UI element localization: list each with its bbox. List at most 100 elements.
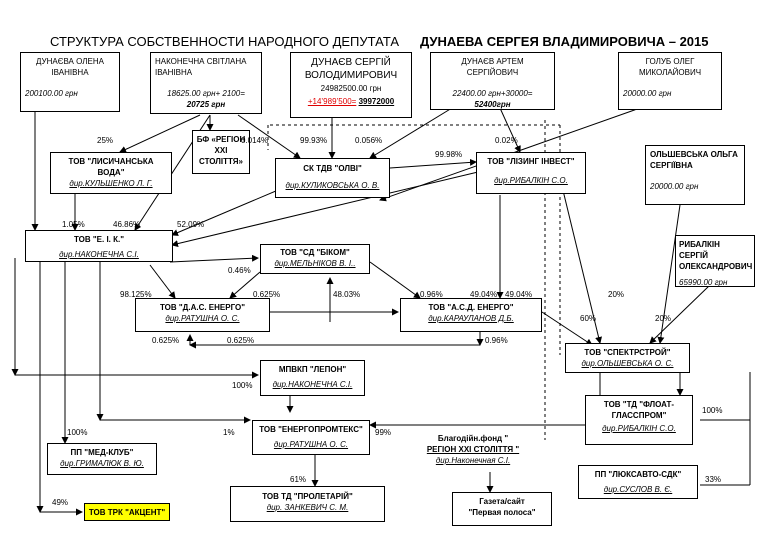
pct-label: 0.625%: [152, 336, 180, 345]
pct-label: 99.98%: [435, 150, 463, 159]
page-title-part2: ДУНАЕВА СЕРГЕЯ ВЛАДИМИРОВИЧА – 2015: [420, 34, 709, 49]
company-name: ТОВ "ТД "ФЛОАТ-ГЛАССПРОМ": [603, 400, 675, 420]
company-name-1: Благодійн.фонд ": [437, 434, 509, 443]
company-director: дир.НАКОНЕЧНА С.І.: [59, 250, 139, 259]
pct-label: 49.04%: [470, 290, 498, 299]
person-name-1: ДУНАЄВ СЕРГІЙ: [311, 57, 391, 68]
company-director: дир.КАРАУЛАНОВ Д.Б.: [428, 314, 514, 323]
company-mpvkp-lepon: МПВКП "ЛЕПОН" дир.НАКОНЕЧНА С.І.: [260, 360, 365, 396]
pct-label: 20%: [608, 290, 625, 299]
pct-label: 100%: [232, 381, 253, 390]
person-value: 65990.00 грн: [679, 278, 728, 287]
company-name: ТОВ "ЛИСИЧАНСЬКА ВОДА": [68, 157, 154, 177]
person-name-2: ВОЛОДИМИРОВИЧ: [304, 70, 398, 81]
person-value-1: 18625.00 грн+ 2100=: [167, 89, 245, 98]
pct-label: 33%: [705, 475, 722, 484]
company-director: дир.РАТУШНА О. С.: [165, 314, 240, 323]
pct-label: 99%: [375, 428, 392, 437]
pct-label: 0.625%: [253, 290, 281, 299]
person-value-2: 20725 грн: [186, 100, 226, 109]
person-ribalkin: РИБАЛКІН СЕРГІЙ ОЛЕКСАНДРОВИЧ 65990.00 г…: [675, 235, 755, 287]
company-spektrstroy: ТОВ "СПЕКТРСТРОЙ" дир.ОЛЬШЕВСЬКА О. С.: [565, 343, 690, 373]
pct-label: 1%: [223, 428, 235, 437]
person-value: 20000.00 грн: [650, 182, 699, 191]
pct-label: 100%: [67, 428, 88, 437]
company-name: СК ТДВ "ОЛВІ": [303, 164, 362, 173]
pct-label: 0.96%: [485, 336, 508, 345]
company-td-float: ТОВ "ТД "ФЛОАТ-ГЛАССПРОМ" дир.РИБАЛКІН С…: [585, 395, 693, 445]
pct-label: 60%: [580, 314, 597, 323]
person-value-3: 39972000: [358, 97, 395, 106]
person-name: ОЛЬШЕВСЬКА ОЛЬГА СЕРГІЇВНА: [650, 150, 738, 170]
person-dunaev-serhiy: ДУНАЄВ СЕРГІЙ ВОЛОДИМИРОВИЧ 24982500.00 …: [290, 52, 412, 118]
company-name-2: РЕГІОН XXI СТОЛІТТЯ ": [426, 445, 520, 454]
pct-label: 100%: [702, 406, 723, 415]
company-name: МПВКП "ЛЕПОН": [278, 365, 347, 374]
pct-label: 49%: [52, 498, 69, 507]
company-lysychanska: ТОВ "ЛИСИЧАНСЬКА ВОДА" дир.КУЛЬШЕНКО Л. …: [50, 152, 172, 194]
person-name: РИБАЛКІН СЕРГІЙ ОЛЕКСАНДРОВИЧ: [679, 240, 753, 271]
pct-label: 52.09%: [177, 220, 205, 229]
company-blagodiyn-fund: Благодійн.фонд " РЕГІОН XXI СТОЛІТТЯ " д…: [418, 430, 528, 472]
pct-label: 20%: [655, 314, 672, 323]
company-director: дир.КУЛЬШЕНКО Л. Г.: [69, 179, 153, 188]
pct-label: 0.625%: [227, 336, 255, 345]
company-director: дир.НАКОНЕЧНА С.І.: [272, 380, 353, 389]
company-name: ТОВ "Е. І. К.": [73, 235, 125, 244]
company-name: ТОВ ТД "ПРОЛЕТАРІЙ": [262, 492, 353, 501]
company-director: дир.СУСЛОВ В. Є.: [603, 485, 673, 494]
pct-label: 25%: [97, 136, 114, 145]
company-name-1: Газета/сайт: [479, 497, 525, 506]
person-value: 200100.00 грн: [25, 89, 78, 98]
company-director: дир.КУЛИКОВСЬКА О. В.: [285, 181, 380, 190]
person-nakonechna: НАКОНЕЧНА СВІТЛАНА ІВАНІВНА 18625.00 грн…: [150, 52, 262, 114]
company-name: ПП "ЛЮКСАВТО-СДК": [594, 470, 682, 479]
pct-label: 0.46%: [228, 266, 251, 275]
company-bf-region: БФ «РЕГІОН XXI СТОЛІТТЯ»: [192, 130, 250, 174]
company-name: ТОВ "ЛІЗИНГ ІНВЕСТ": [487, 157, 575, 166]
person-name: ДУНАЄВ АРТЕМ СЕРГІЙОВИЧ: [461, 57, 524, 77]
company-name: ТОВ "СПЕКТРСТРОЙ": [584, 348, 671, 357]
company-director: дир.МЕЛЬНІКОВ В. І..: [274, 259, 356, 268]
person-value: 20000.00 грн: [623, 89, 672, 98]
company-director: дир.РИБАЛКІН С.О.: [494, 176, 568, 185]
person-golub-oleg: ГОЛУБ ОЛЕГ МИКОЛАЙОВИЧ 20000.00 грн: [618, 52, 722, 110]
company-name: ТОВ "ЕНЕРГОПРОМТЕКС": [259, 425, 363, 434]
company-director: дир. ЗАНКЕВИЧ С. М.: [266, 503, 349, 512]
company-director: дир.ОЛЬШЕВСЬКА О. С.: [581, 359, 674, 368]
pct-label: 99.93%: [300, 136, 328, 145]
pct-label: 0.96%: [420, 290, 443, 299]
person-name: ДУНАЄВА ОЛЕНА ІВАНІВНА: [36, 57, 104, 77]
person-value-2: +14’989’500=: [307, 97, 357, 106]
company-eik: ТОВ "Е. І. К." дир.НАКОНЕЧНА С.І.: [25, 230, 173, 262]
person-value-2: 52400грн: [474, 100, 511, 109]
page-title-part1: СТРУКТУРА СОБСТВЕННОСТИ НАРОДНОГО ДЕПУТА…: [50, 34, 400, 49]
pct-label: 0.02%: [495, 136, 518, 145]
company-name: БФ «РЕГІОН XXI СТОЛІТТЯ»: [196, 135, 246, 166]
company-director: дир.Наконечная С.І.: [435, 456, 511, 465]
company-gazeta: Газета/сайт "Первая полоса": [452, 492, 552, 526]
pct-label: 48.03%: [333, 290, 361, 299]
company-lizing: ТОВ "ЛІЗИНГ ІНВЕСТ" дир.РИБАЛКІН С.О.: [476, 152, 586, 194]
company-das-energo: ТОВ "Д.А.С. ЕНЕРГО" дир.РАТУШНА О. С.: [135, 298, 270, 332]
pct-label: 61%: [290, 475, 307, 484]
company-director: дир.РАТУШНА О. С.: [273, 440, 349, 449]
person-olshevska: ОЛЬШЕВСЬКА ОЛЬГА СЕРГІЇВНА 20000.00 грн: [645, 145, 745, 205]
company-name-2: "Первая полоса": [468, 508, 536, 517]
company-energopromteks: ТОВ "ЕНЕРГОПРОМТЕКС" дир.РАТУШНА О. С.: [252, 420, 370, 455]
company-name: ТОВ "Д.А.С. ЕНЕРГО": [159, 303, 246, 312]
pct-label: 49.04%: [505, 290, 533, 299]
pct-label: 0.056%: [355, 136, 383, 145]
company-td-proletariy: ТОВ ТД "ПРОЛЕТАРІЙ" дир. ЗАНКЕВИЧ С. М.: [230, 486, 385, 522]
company-sd-bikom: ТОВ "СД "БІКОМ" дир.МЕЛЬНІКОВ В. І..: [260, 244, 370, 274]
pct-label: 1.05%: [62, 220, 85, 229]
person-name: НАКОНЕЧНА СВІТЛАНА ІВАНІВНА: [155, 57, 247, 77]
company-trk-akcent: ТОВ ТРК "АКЦЕНТ": [84, 503, 170, 521]
person-name: ГОЛУБ ОЛЕГ МИКОЛАЙОВИЧ: [638, 57, 702, 77]
company-med-klub: ПП "МЕД-КЛУБ" дир.ГРИМАЛЮК В. Ю.: [47, 443, 157, 475]
person-value-line: +14’989’500= 39972000: [295, 95, 407, 108]
person-value-1: 24982500.00 грн: [320, 84, 382, 93]
pct-label: 0.014%: [241, 136, 269, 145]
person-value-1: 22400.00 грн+30000=: [452, 89, 533, 98]
